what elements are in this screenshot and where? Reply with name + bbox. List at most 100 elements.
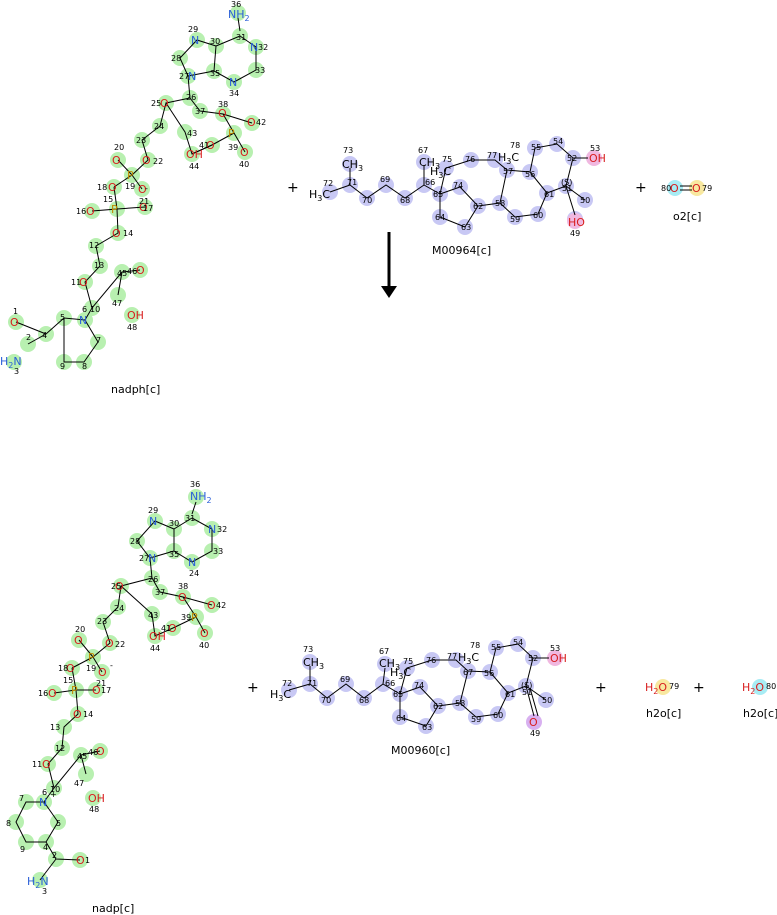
svg-text:30: 30: [210, 37, 220, 46]
o2-label: o2[c]: [673, 210, 701, 223]
plus-sign-3: +: [247, 680, 259, 696]
svg-text:H2O: H2O: [742, 681, 764, 696]
svg-text:15: 15: [63, 676, 73, 685]
svg-text:H3C: H3C: [430, 165, 451, 180]
svg-text:51: 51: [522, 688, 532, 697]
svg-text:4: 4: [43, 843, 48, 852]
h2o-structure-1: H2O 79: [645, 679, 679, 696]
svg-text:24: 24: [154, 122, 164, 131]
svg-text:75: 75: [442, 155, 452, 164]
svg-text:OH: OH: [550, 652, 567, 665]
svg-text:60: 60: [533, 211, 543, 220]
svg-text:13: 13: [94, 261, 104, 270]
svg-text:2: 2: [52, 851, 57, 860]
svg-text:10: 10: [50, 785, 60, 794]
svg-text:CH3: CH3: [303, 656, 324, 671]
svg-text:20: 20: [114, 143, 124, 152]
svg-text:23: 23: [97, 617, 107, 626]
svg-text:O: O: [207, 599, 216, 612]
svg-text:O: O: [48, 687, 57, 700]
svg-text:27: 27: [139, 554, 149, 563]
svg-text:OH: OH: [589, 152, 606, 165]
svg-text:21: 21: [139, 197, 149, 206]
svg-text:24: 24: [189, 569, 199, 578]
svg-text:O: O: [66, 662, 75, 675]
svg-text:O: O: [73, 708, 82, 721]
svg-text:59: 59: [510, 215, 520, 224]
m00964-label: M00964[c]: [432, 244, 491, 257]
svg-text:72: 72: [323, 179, 333, 188]
svg-text:27: 27: [179, 72, 189, 81]
plus-sign-5: +: [693, 680, 705, 696]
svg-text:25: 25: [111, 582, 121, 591]
svg-text:40: 40: [199, 641, 209, 650]
svg-text:O: O: [74, 634, 83, 647]
svg-text:N: N: [79, 314, 87, 327]
svg-text:(S): (S): [521, 681, 532, 690]
svg-text:10: 10: [90, 305, 100, 314]
svg-text:CH3: CH3: [419, 156, 440, 171]
svg-text:71: 71: [307, 679, 317, 688]
svg-text:O: O: [200, 627, 209, 640]
svg-text:26: 26: [186, 93, 196, 102]
svg-text:80: 80: [661, 184, 671, 193]
svg-text:P: P: [228, 127, 235, 140]
svg-text:P: P: [71, 684, 78, 697]
svg-text:47: 47: [74, 779, 84, 788]
svg-text:39: 39: [181, 613, 191, 622]
svg-text:14: 14: [83, 710, 93, 719]
svg-text:9: 9: [20, 845, 25, 854]
svg-text:14: 14: [123, 229, 133, 238]
svg-text:O: O: [670, 182, 679, 195]
svg-text:18: 18: [58, 664, 68, 673]
svg-text:45: 45: [77, 752, 87, 761]
svg-text:76: 76: [426, 656, 436, 665]
svg-text:16: 16: [38, 689, 48, 698]
svg-text:17: 17: [101, 686, 111, 695]
h2o-structure-2: H2O 80: [742, 679, 776, 696]
svg-text:CH3: CH3: [342, 158, 363, 173]
svg-text:8: 8: [6, 819, 11, 828]
svg-text:2: 2: [26, 333, 31, 342]
svg-text:72: 72: [282, 679, 292, 688]
svg-text:75: 75: [403, 657, 413, 666]
svg-text:53: 53: [590, 144, 600, 153]
svg-text:74: 74: [453, 181, 463, 190]
svg-text:13: 13: [50, 723, 60, 732]
svg-text:22: 22: [153, 157, 163, 166]
svg-text:48: 48: [89, 805, 99, 814]
svg-text:N: N: [191, 34, 199, 47]
svg-text:(S): (S): [561, 178, 572, 187]
svg-text:3: 3: [42, 887, 47, 896]
svg-text:5: 5: [56, 819, 61, 828]
svg-text:49: 49: [530, 729, 540, 738]
svg-text:45: 45: [117, 269, 127, 278]
svg-text:N: N: [229, 76, 237, 89]
svg-text:74: 74: [414, 681, 424, 690]
svg-text:43: 43: [187, 129, 197, 138]
svg-text:O: O: [218, 107, 227, 120]
svg-text:H3C: H3C: [270, 688, 291, 703]
svg-text:H2O: H2O: [645, 681, 667, 696]
svg-text:66: 66: [385, 679, 395, 688]
svg-text:-: -: [110, 661, 113, 670]
svg-text:32: 32: [217, 525, 227, 534]
svg-text:54: 54: [513, 638, 523, 647]
svg-text:O: O: [92, 684, 101, 697]
svg-text:65: 65: [393, 690, 403, 699]
svg-text:78: 78: [510, 141, 520, 150]
plus-sign-4: +: [595, 680, 607, 696]
svg-text:O: O: [76, 854, 85, 867]
svg-text:67: 67: [418, 146, 428, 155]
svg-text:N: N: [188, 556, 196, 569]
svg-text:40: 40: [239, 160, 249, 169]
svg-text:O: O: [96, 745, 105, 758]
svg-text:NH2: NH2: [190, 490, 212, 505]
svg-text:H3C: H3C: [458, 651, 479, 666]
svg-text:58: 58: [455, 699, 465, 708]
svg-text:76: 76: [465, 155, 475, 164]
svg-text:O: O: [160, 97, 169, 110]
svg-text:7: 7: [19, 794, 24, 803]
svg-text:56: 56: [484, 669, 494, 678]
